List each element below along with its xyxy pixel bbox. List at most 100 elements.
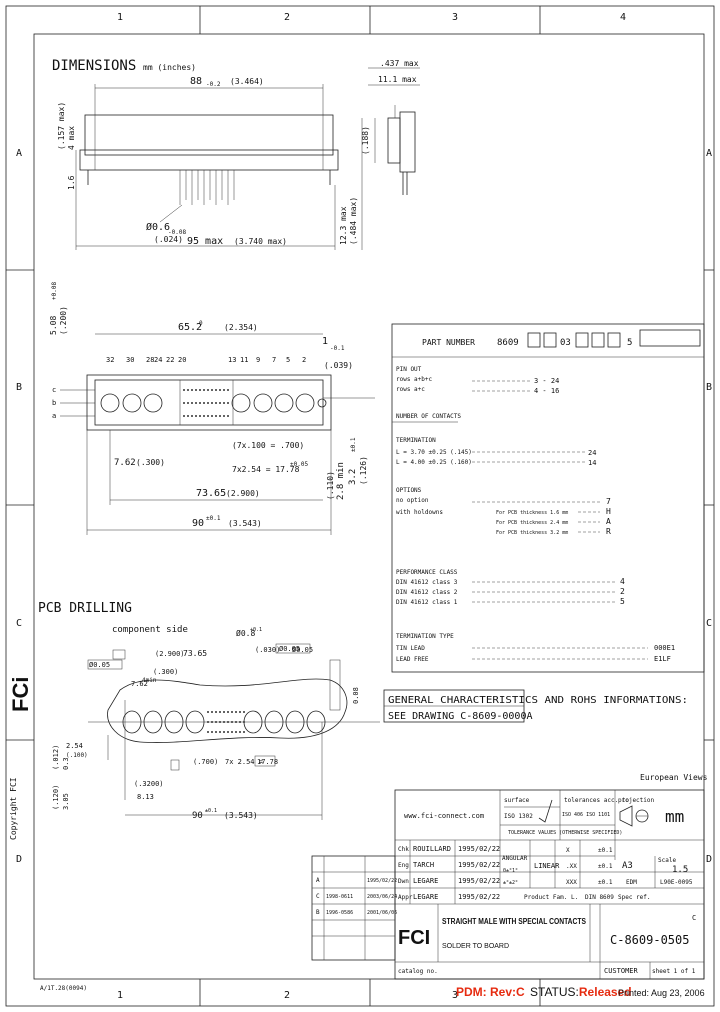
perf-3: DIN 41612 class 1 — [396, 599, 458, 606]
pcb-hole — [285, 710, 305, 734]
term-1: L = 3.70 ±0.25 (.145) — [396, 449, 472, 456]
dim-1-tol: -0.1 — [330, 345, 345, 352]
pcb-drilling-title: PCB DRILLING — [38, 601, 132, 616]
zone-top-2: 2 — [284, 12, 290, 23]
component-side-label: component side — [112, 625, 188, 635]
side-fci-logo: FCi — [8, 677, 33, 712]
pin-dot — [191, 389, 193, 391]
tin-lead-code: 000E1 — [654, 644, 675, 652]
dim-88-tol: -0.2 — [206, 81, 221, 88]
pin-dot — [191, 402, 193, 404]
pcb-d8: 7x 2.54 = — [225, 758, 263, 766]
pcb-d5: 7.62 — [131, 680, 148, 688]
pcb-d1-pos: Ø0.05 — [279, 645, 300, 653]
zone-side-b: B — [16, 382, 22, 393]
pin-label: 13 — [228, 356, 236, 364]
pin-label: 9 — [256, 356, 260, 364]
signer-name: ROUILLARD — [413, 845, 451, 853]
pin-label: 2 — [302, 356, 306, 364]
pin-dot — [187, 389, 189, 391]
pin-label: 22 — [166, 356, 174, 364]
linear-label: LINEAR — [534, 862, 560, 870]
dim-73-65: 73.65 — [196, 488, 226, 499]
pcb-d19: 90 — [192, 811, 203, 821]
rows-ac: rows a+c — [396, 386, 425, 393]
pin-dot — [195, 389, 197, 391]
zone-bottom-3: 3 — [452, 990, 458, 1001]
pin-dot — [183, 402, 185, 404]
outer-border — [5, 5, 715, 1007]
surface-check-icon — [538, 799, 553, 823]
pcb-small-hole — [219, 731, 221, 733]
dimensions-units: mm (inches) — [143, 63, 196, 72]
status: STATUS:Released — [530, 985, 632, 999]
dim-95-in: (3.740 max) — [234, 237, 287, 246]
pin-dot — [191, 415, 193, 417]
part-number-table — [391, 323, 705, 673]
connector-side-view — [361, 67, 420, 250]
pcb-small-hole — [231, 731, 233, 733]
dim-039: (.039) — [324, 361, 353, 370]
part-number-mid: 03 — [560, 338, 571, 348]
pin-label: 7 — [272, 356, 276, 364]
pin-dot — [187, 402, 189, 404]
zone-side-d: D — [16, 854, 22, 865]
pcb-d18: 8.13 — [137, 793, 154, 801]
pin-opt-3: 3 - 24 — [534, 377, 559, 385]
pcb-small-hole — [215, 731, 217, 733]
signer-date: 1995/02/22 — [458, 861, 500, 869]
tolerance-note: TOLERANCE VALUES (OTHERWISE SPECIFIED) — [508, 830, 622, 836]
dim-0-6-in: (.024) — [154, 235, 183, 244]
pcb-small-hole — [223, 711, 225, 713]
dim-300: (.300) — [136, 458, 165, 467]
pin-dot — [195, 402, 197, 404]
pcb-small-hole — [239, 731, 241, 733]
pcb-small-hole — [211, 731, 213, 733]
signer-name: TARCH — [413, 861, 434, 869]
pcb-d4: (.300) — [153, 668, 178, 676]
pin-label: 24 — [154, 356, 162, 364]
spec-ref: Spec ref. — [618, 894, 651, 901]
pcb-small-hole — [243, 721, 245, 723]
pcb-holes — [122, 710, 326, 734]
pcb-hole — [264, 710, 284, 734]
pcb-small-hole — [239, 711, 241, 713]
signer-role: Appr — [398, 894, 413, 901]
row-letter-b: b — [52, 399, 56, 407]
pcb-d13: (.012) — [52, 745, 60, 770]
dim-7x2-54-tol: ±0.05 — [290, 461, 308, 468]
pin-dot — [207, 389, 209, 391]
pcb-small-hole — [231, 721, 233, 723]
drawing-title-1: STRAIGHT MALE WITH SPECIAL CONTACTS — [442, 917, 587, 926]
zone-side-a-right: A — [706, 148, 712, 159]
dim-95: 95 max — [187, 236, 223, 247]
dim-1: 1 — [322, 336, 328, 347]
zone-side-c-right: C — [706, 618, 712, 629]
pcb-d6: 4min — [142, 677, 157, 684]
lin-1-v: ±0.1 — [598, 847, 613, 854]
pdm-revision: PDM: Rev:C — [456, 985, 525, 999]
pin-dot — [203, 415, 205, 417]
pcb-d10: Ø0.05 — [292, 646, 313, 654]
pin-opt-4: 4 - 16 — [534, 387, 559, 395]
customer-label: CUSTOMER — [604, 967, 639, 975]
signer-name: LEGARE — [413, 893, 438, 901]
side-111: 11.1 max — [378, 75, 417, 84]
pin-dot — [223, 389, 225, 391]
signer-role: Eng — [398, 862, 409, 869]
notes-box — [383, 689, 525, 723]
pcb-d11: 2.54 — [66, 742, 83, 750]
pcb-d2: Ø0.05 — [89, 661, 110, 669]
side-left-2: 4 max — [67, 126, 76, 150]
pcb-small-hole — [235, 711, 237, 713]
right-126: (.126) — [359, 456, 368, 485]
rev-ecn: 1998-0611 — [326, 894, 353, 900]
opt-code: 7 — [606, 497, 611, 506]
status-value: Released — [578, 985, 632, 999]
unit-mm: mm — [665, 807, 684, 826]
title-rev: C — [692, 914, 696, 922]
pcb-small-hole — [223, 731, 225, 733]
format: A3 — [622, 861, 633, 871]
pcb-small-hole — [219, 721, 221, 723]
product-family: Product Fam. L. — [524, 894, 578, 901]
